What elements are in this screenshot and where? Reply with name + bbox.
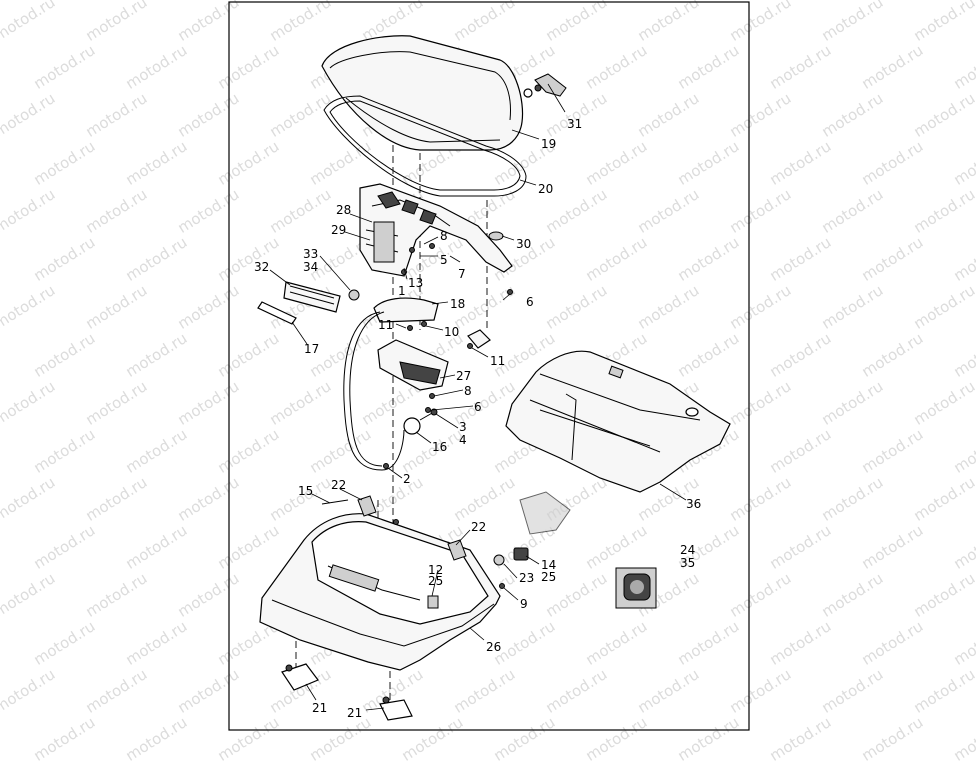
part-latch-bracket — [373, 297, 491, 349]
part-side-reflector — [283, 281, 341, 313]
callout-17: 17 — [304, 342, 319, 356]
exploded-parts-diagram: 31 19 20 28 29 8 30 5 33 34 7 32 13 1 6 … — [228, 1, 750, 731]
part-trim-strip — [257, 301, 297, 325]
callout-6: 6 — [474, 400, 482, 414]
callout-26: 26 — [486, 640, 501, 654]
part-cable-clip — [321, 499, 349, 505]
part-saddlebag-liner — [505, 350, 731, 493]
callout-21: 21 — [312, 701, 327, 715]
callout-19: 19 — [541, 137, 556, 151]
part-latch-receiver — [493, 491, 571, 566]
part-lid-seal — [323, 95, 527, 197]
callout-25: 25 — [428, 574, 443, 588]
callout-20: 20 — [538, 182, 553, 196]
callout-35: 35 — [680, 556, 695, 570]
part-lock-bracket — [377, 339, 449, 391]
callout-13: 13 — [408, 276, 423, 290]
callout-4: 4 — [459, 433, 467, 447]
callout-16: 16 — [432, 440, 447, 454]
part-mount-bracket-left — [281, 663, 319, 691]
callout-29: 29 — [331, 223, 346, 237]
callout-1: 1 — [398, 284, 406, 298]
part-saddlebag-shell — [259, 513, 501, 671]
callout-22: 22 — [331, 478, 346, 492]
callout-7: 7 — [458, 267, 466, 281]
callout-10: 10 — [444, 325, 459, 339]
callout-32: 32 — [254, 260, 269, 274]
callout-28: 28 — [336, 203, 351, 217]
part-release-cable — [343, 311, 405, 471]
part-hinge-22 — [357, 495, 467, 561]
callout-11: 11 — [378, 318, 393, 332]
callout-33: 33 — [303, 247, 318, 261]
callout-2: 2 — [403, 472, 411, 486]
part-mount-bracket-right — [379, 696, 413, 721]
callout-27: 27 — [456, 369, 471, 383]
part-washer — [488, 231, 504, 241]
callout-14: 14 — [541, 558, 556, 572]
part-lid — [321, 35, 524, 151]
callout-6: 6 — [526, 295, 534, 309]
callout-23: 23 — [519, 571, 534, 585]
callout-8: 8 — [464, 384, 472, 398]
callout-3: 3 — [459, 420, 467, 434]
callout-25: 25 — [541, 570, 556, 584]
callout-18: 18 — [450, 297, 465, 311]
callout-15: 15 — [298, 484, 313, 498]
part-nut-33-34 — [348, 289, 360, 301]
callout-12: 12 — [428, 563, 443, 577]
diagram-frame — [228, 1, 750, 731]
part-hinge-frame — [359, 183, 513, 277]
callout-21: 21 — [347, 706, 362, 720]
callout-9: 9 — [520, 597, 528, 611]
callout-11: 11 — [490, 354, 505, 368]
callout-30: 30 — [516, 237, 531, 251]
fasteners — [383, 243, 513, 589]
part-decal-emblem — [615, 567, 657, 609]
part-lock-cylinder — [403, 408, 438, 435]
callout-36: 36 — [686, 497, 701, 511]
part-latch-post — [427, 595, 439, 609]
callout-5: 5 — [440, 253, 448, 267]
callout-8: 8 — [440, 229, 448, 243]
callout-31: 31 — [567, 117, 582, 131]
callout-34: 34 — [303, 260, 318, 274]
callout-24: 24 — [680, 543, 695, 557]
part-latch-handle — [523, 73, 567, 98]
callout-labels: 31 19 20 28 29 8 30 5 33 34 7 32 13 1 6 … — [254, 117, 701, 720]
callout-leaders — [269, 83, 687, 711]
callout-22: 22 — [471, 520, 486, 534]
